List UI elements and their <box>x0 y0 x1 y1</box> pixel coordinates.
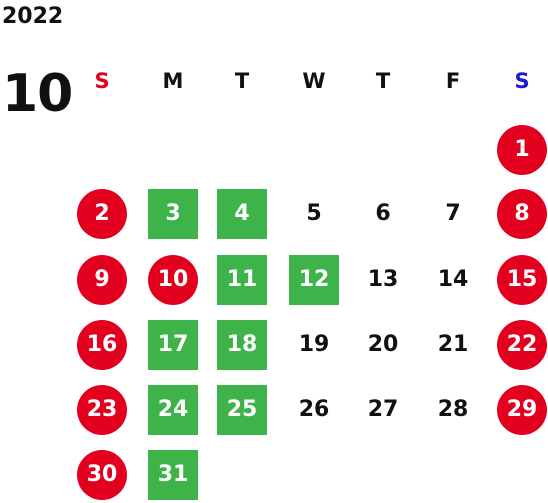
day-21[interactable]: 21 <box>437 332 469 357</box>
weekday-wednesday: W <box>302 69 326 93</box>
year-label: 2022 <box>2 4 64 29</box>
day-14[interactable]: 14 <box>437 267 469 292</box>
day-31[interactable]: 31 <box>148 450 198 500</box>
day-17[interactable]: 17 <box>148 320 198 370</box>
day-28[interactable]: 28 <box>437 397 469 422</box>
weekday-sunday: S <box>94 69 110 93</box>
day-15[interactable]: 15 <box>497 255 547 305</box>
day-10[interactable]: 10 <box>148 255 198 305</box>
day-30[interactable]: 30 <box>77 450 127 500</box>
weekday-friday: F <box>445 69 461 93</box>
day-23[interactable]: 23 <box>77 385 127 435</box>
day-18[interactable]: 18 <box>217 320 267 370</box>
day-12[interactable]: 12 <box>289 255 339 305</box>
day-27[interactable]: 27 <box>367 397 399 422</box>
day-8[interactable]: 8 <box>497 189 547 239</box>
day-16[interactable]: 16 <box>77 320 127 370</box>
weekday-thursday: T <box>375 69 391 93</box>
day-5[interactable]: 5 <box>306 201 322 226</box>
day-2[interactable]: 2 <box>77 189 127 239</box>
day-7[interactable]: 7 <box>445 201 461 226</box>
day-6[interactable]: 6 <box>375 201 391 226</box>
day-3[interactable]: 3 <box>148 189 198 239</box>
day-19[interactable]: 19 <box>298 332 330 357</box>
weekday-saturday: S <box>514 69 530 93</box>
weekday-monday: M <box>162 69 184 93</box>
day-24[interactable]: 24 <box>148 385 198 435</box>
weekday-tuesday: T <box>234 69 250 93</box>
day-25[interactable]: 25 <box>217 385 267 435</box>
day-20[interactable]: 20 <box>367 332 399 357</box>
month-number: 10 <box>2 64 73 124</box>
day-13[interactable]: 13 <box>367 267 399 292</box>
day-1[interactable]: 1 <box>497 125 547 175</box>
day-22[interactable]: 22 <box>497 320 547 370</box>
day-26[interactable]: 26 <box>298 397 330 422</box>
day-9[interactable]: 9 <box>77 255 127 305</box>
day-11[interactable]: 11 <box>217 255 267 305</box>
day-29[interactable]: 29 <box>497 385 547 435</box>
day-4[interactable]: 4 <box>217 189 267 239</box>
